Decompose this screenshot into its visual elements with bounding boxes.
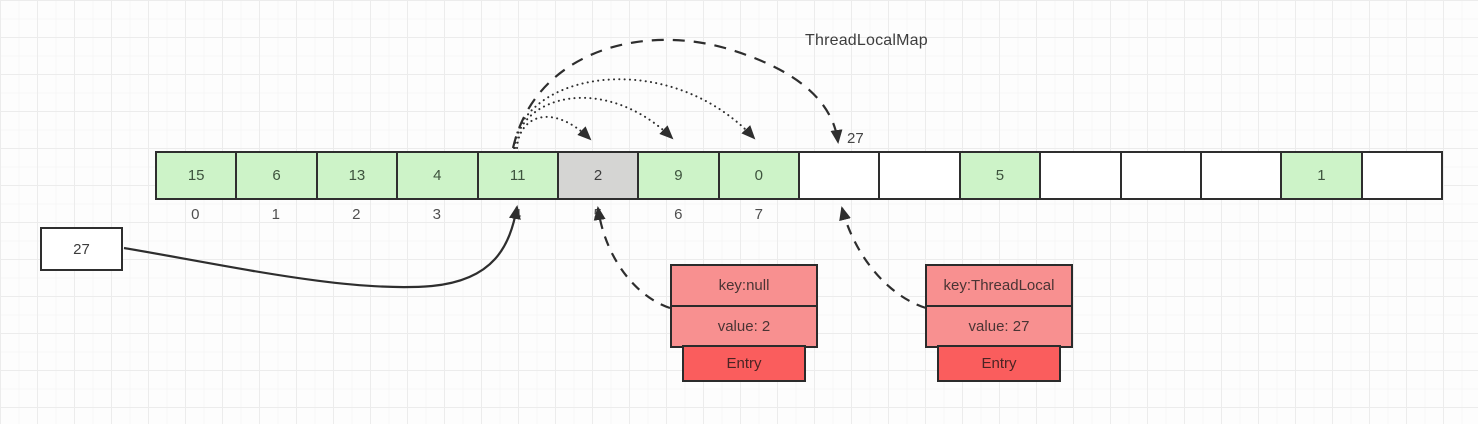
cell-value: 0 (754, 167, 763, 184)
array-cell-stale: 2 (558, 153, 640, 198)
index-label: 3 (432, 206, 441, 223)
index-label: 5 (593, 206, 602, 223)
cell-value: 9 (674, 167, 683, 184)
incoming-value: 27 (73, 240, 90, 258)
entry-key-row: key:ThreadLocal (925, 264, 1073, 307)
live-entry-arrow (839, 206, 927, 310)
array-cell-empty (1041, 153, 1122, 198)
probe-arc-slot8-dashed (511, 38, 843, 149)
entry-card-stale: key:null value: 2 Entry (670, 264, 818, 382)
probe-arc-slot7 (513, 78, 756, 149)
array-cell: 13 (317, 153, 399, 198)
entry-value-row: value: 2 (670, 304, 818, 348)
entry-key-row: key:null (670, 264, 818, 307)
cell-value: 6 (272, 167, 281, 184)
array-cell-empty (880, 153, 961, 198)
cell-value: 5 (995, 167, 1005, 184)
diagram-title: ThreadLocalMap (805, 32, 928, 49)
array-cell-empty (1362, 153, 1441, 198)
array-cell: 9 (639, 153, 720, 198)
probe-arc-slot5 (516, 116, 592, 149)
index-label: 6 (674, 206, 683, 223)
array-cell-empty (1121, 153, 1202, 198)
entry-card-live: key:ThreadLocal value: 27 Entry (925, 264, 1073, 382)
cell-value: 1 (1317, 167, 1326, 184)
array-cell: 15 (157, 153, 238, 198)
array-cell: 4 (398, 153, 479, 198)
array-cell: 1 (1282, 153, 1363, 198)
cell-value: 11 (509, 167, 526, 184)
index-label: 2 (352, 206, 361, 223)
array-cell: 5 (960, 153, 1042, 198)
index-label-row: 0 1 2 3 4 5 6 7 (155, 206, 799, 228)
entry-tag: Entry (937, 345, 1061, 382)
array-cell-empty (800, 153, 881, 198)
index-label: 7 (754, 206, 763, 223)
array-cell: 0 (719, 153, 800, 198)
probe-arc-slot6 (514, 96, 674, 149)
array-cell-empty (1201, 153, 1283, 198)
cell-value: 4 (433, 167, 442, 184)
incoming-value-box: 27 (40, 227, 123, 271)
index-label: 1 (271, 206, 280, 223)
cell-value: 2 (593, 167, 603, 184)
array-cell: 6 (237, 153, 318, 198)
probe-target-hash-label: 27 (847, 130, 864, 147)
cell-value: 15 (187, 167, 205, 184)
index-label: 4 (513, 206, 522, 223)
entry-tag: Entry (682, 345, 806, 382)
array-cell: 11 (478, 153, 559, 198)
index-label: 0 (191, 206, 200, 223)
entry-value-row: value: 27 (925, 304, 1073, 348)
threadlocalmap-array: 15 6 13 4 11 2 9 0 5 1 (155, 151, 1443, 200)
cell-value: 13 (348, 167, 366, 184)
